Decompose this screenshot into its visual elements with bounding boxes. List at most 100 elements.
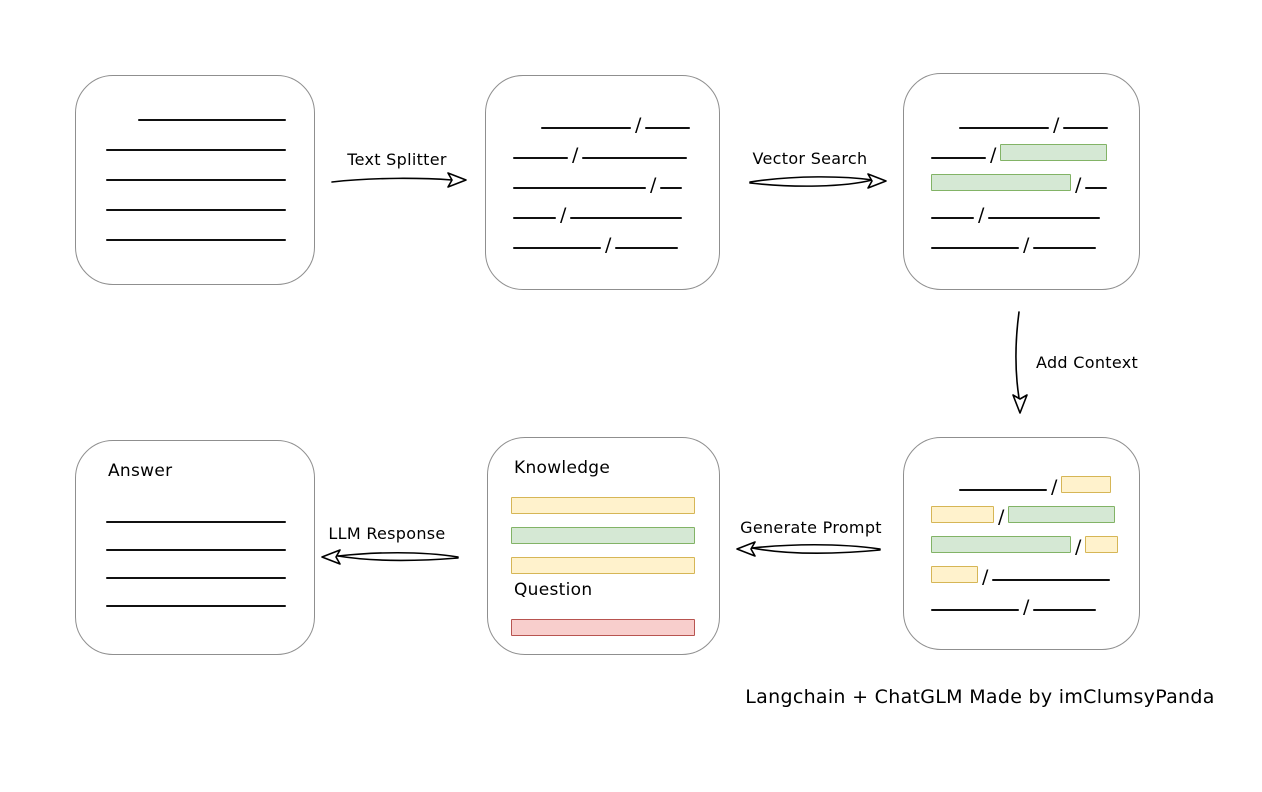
yellow-chunk bbox=[931, 506, 994, 523]
text-line bbox=[106, 521, 286, 523]
green-chunk bbox=[931, 174, 1071, 191]
segment-row: / bbox=[513, 99, 719, 136]
segment-row bbox=[511, 482, 719, 514]
text-line bbox=[138, 119, 286, 121]
segment-row: / bbox=[931, 551, 1139, 588]
llm-response-label: LLM Response bbox=[328, 524, 446, 543]
slash-separator: / bbox=[1023, 596, 1030, 618]
yellow-chunk bbox=[1061, 476, 1112, 493]
slash-separator: / bbox=[572, 144, 579, 166]
yellow-chunk bbox=[511, 557, 695, 574]
answer-label: Answer bbox=[108, 461, 173, 481]
text-line bbox=[106, 239, 286, 241]
text-splitter-label: Text Splitter bbox=[347, 150, 447, 169]
text-line bbox=[513, 187, 646, 189]
green-chunk bbox=[511, 527, 695, 544]
segment-row: / bbox=[931, 219, 1139, 256]
yellow-chunk bbox=[1085, 536, 1119, 553]
text-line bbox=[645, 127, 691, 129]
green-chunk bbox=[1008, 506, 1116, 523]
text-line bbox=[660, 187, 683, 189]
generate-prompt-arrow bbox=[736, 541, 881, 557]
segment-row: / bbox=[513, 219, 719, 255]
question-label: Question bbox=[514, 580, 593, 600]
red-chunk bbox=[511, 619, 695, 636]
diagram-caption: Langchain + ChatGLM Made by imClumsyPand… bbox=[745, 686, 1215, 708]
segment-row bbox=[106, 91, 314, 121]
segment-row bbox=[511, 604, 719, 636]
text-line bbox=[541, 127, 631, 129]
text-line bbox=[931, 609, 1019, 611]
knowledge-bars bbox=[511, 482, 719, 574]
text-line bbox=[582, 157, 688, 159]
segment-row bbox=[511, 512, 719, 544]
segment-row bbox=[106, 151, 314, 181]
text-line bbox=[1063, 127, 1109, 129]
green-chunk bbox=[931, 536, 1071, 553]
slash-separator: / bbox=[990, 144, 997, 166]
slash-separator: / bbox=[560, 204, 567, 226]
add-context-label: Add Context bbox=[1036, 353, 1139, 372]
answer-lines bbox=[106, 495, 314, 607]
segment-row bbox=[106, 495, 314, 523]
slash-separator: / bbox=[1075, 536, 1082, 558]
vector-search-arrow bbox=[749, 173, 887, 189]
prompt-node: Knowledge Question bbox=[487, 437, 720, 655]
llm-response-arrow bbox=[321, 549, 459, 565]
segment-row bbox=[106, 579, 314, 607]
slash-separator: / bbox=[650, 174, 657, 196]
text-line bbox=[513, 157, 568, 159]
text-line bbox=[513, 247, 601, 249]
segment-row: / bbox=[931, 581, 1139, 618]
text-line bbox=[931, 247, 1019, 249]
text-line bbox=[931, 217, 974, 219]
segment-row: / bbox=[931, 159, 1139, 196]
segment-row: / bbox=[931, 189, 1139, 225]
green-chunk bbox=[1000, 144, 1108, 161]
context-lines: ///// bbox=[904, 438, 1139, 618]
text-line bbox=[106, 149, 286, 151]
document-node bbox=[75, 75, 315, 285]
slash-separator: / bbox=[1023, 234, 1030, 256]
add-context-arrow bbox=[1012, 311, 1028, 414]
slash-separator: / bbox=[1051, 476, 1058, 498]
segment-row: / bbox=[513, 189, 719, 226]
slash-separator: / bbox=[1075, 174, 1082, 196]
search-result-lines: ///// bbox=[904, 74, 1139, 256]
text-line bbox=[570, 217, 683, 219]
question-bar bbox=[511, 604, 719, 636]
text-line bbox=[615, 247, 679, 249]
yellow-chunk bbox=[511, 497, 695, 514]
search-result-node: ///// bbox=[903, 73, 1140, 290]
segment-row: / bbox=[931, 99, 1139, 136]
vector-search-label: Vector Search bbox=[752, 149, 868, 168]
segment-row bbox=[106, 121, 314, 151]
segment-row bbox=[106, 181, 314, 211]
text-line bbox=[959, 489, 1047, 491]
slash-separator: / bbox=[635, 114, 642, 136]
yellow-chunk bbox=[931, 566, 978, 583]
text-line bbox=[988, 217, 1101, 219]
segment-row: / bbox=[513, 159, 719, 196]
segment-row: / bbox=[931, 461, 1139, 498]
chunk-lines: ///// bbox=[486, 76, 719, 255]
split-chunks-node: ///// bbox=[485, 75, 720, 290]
slash-separator: / bbox=[982, 566, 989, 588]
text-splitter-arrow bbox=[331, 172, 467, 188]
text-line bbox=[992, 579, 1111, 581]
text-line bbox=[513, 217, 556, 219]
text-line bbox=[106, 577, 286, 579]
segment-row bbox=[106, 523, 314, 551]
answer-node: Answer bbox=[75, 440, 315, 655]
segment-row bbox=[511, 542, 719, 574]
text-line bbox=[1033, 247, 1097, 249]
slash-separator: / bbox=[1053, 114, 1060, 136]
text-line bbox=[959, 127, 1049, 129]
context-node: ///// bbox=[903, 437, 1140, 650]
text-line bbox=[1085, 187, 1108, 189]
text-line bbox=[106, 549, 286, 551]
segment-row bbox=[106, 211, 314, 241]
segment-row: / bbox=[931, 129, 1139, 166]
segment-row: / bbox=[513, 129, 719, 166]
